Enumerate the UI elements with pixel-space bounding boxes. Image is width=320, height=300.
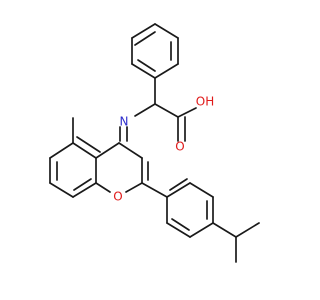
bond: [134, 103, 156, 117]
bond: [154, 63, 179, 79]
bond: [72, 142, 97, 159]
bond: [137, 59, 156, 72]
atom-labels: N O OH O: [113, 95, 214, 204]
bond: [141, 182, 168, 198]
bond: [125, 182, 143, 193]
bond: [49, 142, 74, 159]
atom-label-hydroxyl: OH: [196, 95, 214, 109]
bond: [212, 222, 237, 238]
bond: [154, 103, 179, 118]
bond: [171, 218, 190, 231]
bond: [131, 23, 156, 39]
bond: [189, 222, 214, 238]
bond: [134, 31, 156, 46]
atom-label-ring-oxygen: O: [113, 190, 122, 204]
bond: [177, 107, 197, 118]
chemical-structure-diagram: N O OH O: [49, 23, 260, 263]
atom-label-nitrogen: N: [120, 115, 129, 129]
bond: [235, 222, 260, 238]
bond: [49, 182, 74, 198]
bond: [73, 178, 92, 191]
bond: [154, 23, 179, 39]
bond: [95, 142, 120, 159]
bond: [169, 178, 188, 191]
bond: [189, 182, 214, 198]
bond: [95, 182, 111, 193]
bond: [118, 142, 143, 159]
bond: [76, 136, 101, 153]
bonds: [49, 23, 260, 263]
bond: [131, 63, 156, 79]
bond: [166, 222, 191, 238]
bond: [166, 182, 191, 198]
bond: [72, 182, 97, 198]
atom-label-carbonyl-oxygen: O: [175, 140, 184, 154]
